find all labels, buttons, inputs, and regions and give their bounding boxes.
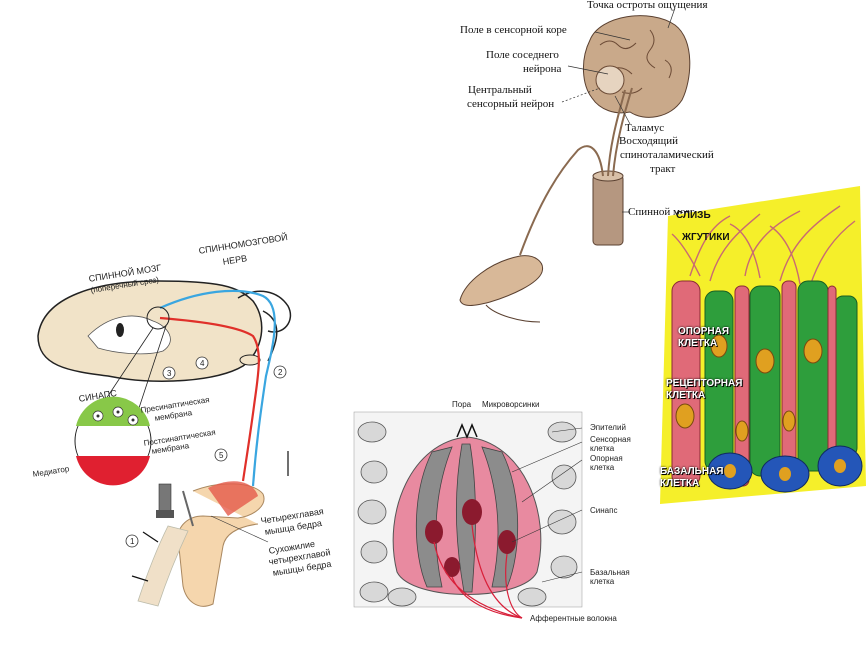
sensory-cell-label-2: клетка [590,444,615,453]
afferent-fibers-label: Афферентные волокна [530,614,617,623]
central-neuron-label-2: сенсорный нейрон [467,98,555,110]
marker-3: 3 [167,369,172,378]
olfactory-illustration [660,186,866,504]
tract-label-2: спиноталамический [620,149,714,161]
marker-2: 2 [278,368,283,377]
synapse-label: Синапс [590,506,618,515]
pore-label: Пора [452,400,472,409]
basal-cell-label-2: клетка [590,577,615,586]
tract-label-3: тракт [650,163,676,175]
neighbor-field-label-2: нейрона [523,63,562,75]
support-cell-label-2: клетка [590,463,615,472]
brain-pathway-figure: Точка остроты ощущения Поле в сенсорной … [450,0,750,330]
basal-cell-label-1: Базальная [590,568,630,577]
marker-5: 5 [219,451,224,460]
support-cell-label-1: ОПОРНАЯ [678,326,730,337]
central-neuron-label-1: Центральный [468,84,532,96]
tract-label-1: Восходящий [619,135,679,147]
basal-cell-label-2: КЛЕТКА [660,478,700,489]
taste-bud-figure: Пора Микроворсинки Эпителий Сенсорная кл… [352,392,642,632]
neighbor-field-label-1: Поле соседнего [486,49,559,61]
sensory-cell-label-1: Сенсорная [590,435,631,444]
marker-1: 1 [130,537,135,546]
support-cell-label-1: Опорная [590,454,623,463]
marker-4: 4 [200,359,205,368]
thalamus-label: Таламус [625,122,665,134]
basal-cell-label-1: БАЗАЛЬНАЯ [660,466,724,477]
acuity-point-label: Точка остроты ощущения [587,0,708,11]
cilia-label: ЖГУТИКИ [682,232,730,243]
taste-bud-illustration [353,411,583,619]
epithelium-label: Эпителий [590,423,626,432]
mucus-label: СЛИЗЬ [676,210,711,221]
support-cell-label-2: КЛЕТКА [678,338,718,349]
reflex-arc-illustration [37,280,292,607]
microvilli-label: Микроворсинки [482,400,540,409]
receptor-cell-label-1: РЕЦЕПТОРНАЯ [666,378,743,389]
cortex-field-label: Поле в сенсорной коре [460,24,567,36]
receptor-cell-label-2: КЛЕТКА [666,390,706,401]
reflex-arc-figure: 3 4 2 5 1 СПИННОЙ МОЗГ (поперечный срез)… [28,226,373,616]
brain-pathway-illustration [459,7,691,323]
olfactory-figure: СЛИЗЬ ЖГУТИКИ ОПОРНАЯ КЛЕТКА РЕЦЕПТОРНАЯ… [650,186,866,508]
